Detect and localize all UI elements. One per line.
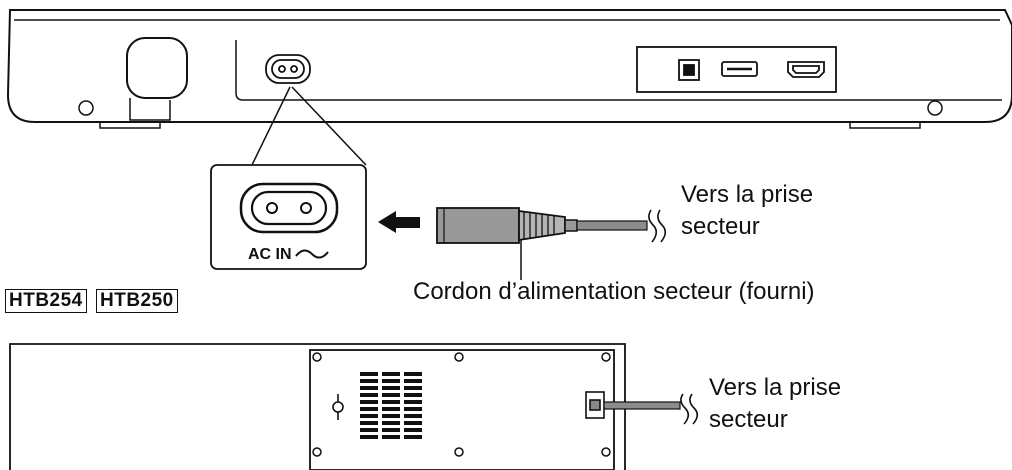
left-arrow-icon	[378, 211, 420, 233]
power-cord-label: Cordon d’alimentation secteur (fourni)	[413, 278, 815, 305]
ac-symbol-icon	[295, 249, 329, 259]
to-outlet-label-top-line2: secteur	[681, 213, 760, 240]
subwoofer-power-cord	[603, 393, 699, 425]
vent-grille	[360, 372, 422, 439]
power-cord	[576, 209, 667, 243]
ac-in-enlarged-box	[210, 164, 367, 270]
hdmi-port-icon	[787, 61, 825, 78]
ports-panel	[636, 46, 837, 93]
ac-inlet-small	[265, 54, 311, 84]
mount-bracket	[126, 37, 188, 121]
ac-in-label: AC IN	[248, 246, 292, 263]
optical-port-icon	[678, 59, 700, 81]
soundbar-rear-panel	[6, 9, 1012, 129]
usb-port-icon	[721, 61, 758, 77]
panel-screws	[312, 352, 611, 457]
to-outlet-label-bottom-line1: Vers la prise	[709, 374, 842, 401]
power-cord-plug	[436, 207, 578, 244]
zoom-callout-lines	[251, 86, 367, 166]
to-outlet-label-bottom-line2: secteur	[709, 406, 788, 433]
ground-symbol-icon	[332, 394, 344, 420]
to-outlet-label-top-line1: Vers la prise	[681, 181, 814, 208]
model-badge-htb254: HTB254	[5, 289, 87, 313]
model-badge-htb250: HTB250	[96, 289, 178, 313]
